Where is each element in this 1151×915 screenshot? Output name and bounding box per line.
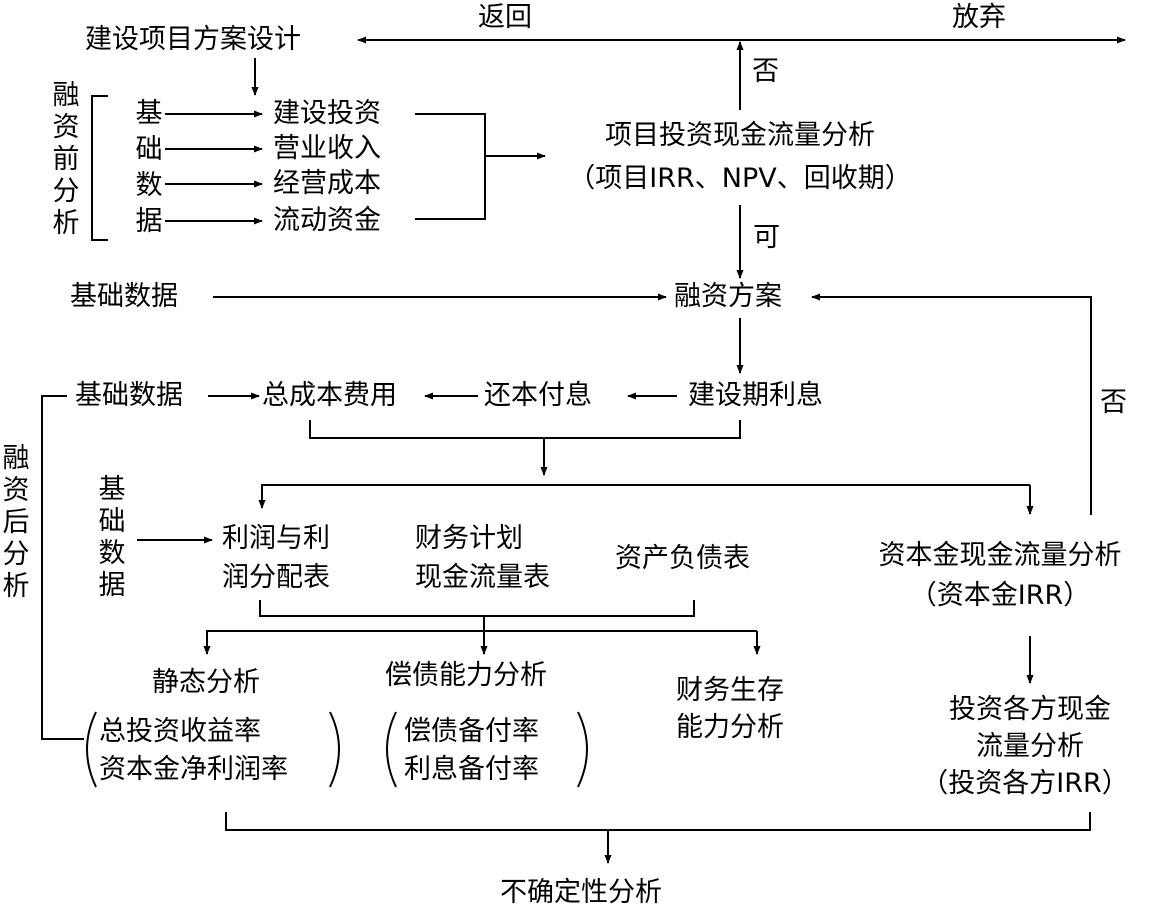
static-item-1: 总投资收益率 bbox=[99, 716, 261, 747]
base-data-vertical-2: 基础数据 bbox=[98, 474, 126, 601]
profit-table-line2: 润分配表 bbox=[222, 562, 330, 593]
static-analysis-node: 静态分析 bbox=[152, 667, 260, 698]
finplan-table-line1: 财务计划 bbox=[415, 523, 523, 554]
operating-revenue-node: 营业收入 bbox=[273, 133, 381, 164]
parties-line-2: 流量分析 bbox=[976, 731, 1084, 762]
working-capital-node: 流动资金 bbox=[273, 205, 381, 236]
project-cashflow-title: 项目投资现金流量分析 bbox=[605, 120, 875, 151]
post-financing-line bbox=[41, 395, 84, 740]
paren-static-right bbox=[329, 711, 340, 788]
distribute-left bbox=[258, 484, 1030, 509]
base-data-1: 基础数据 bbox=[70, 281, 178, 312]
paren-static-left bbox=[86, 711, 97, 788]
pre-financing-label: 融资前分析 bbox=[52, 80, 80, 239]
balance-sheet-node: 资产负债表 bbox=[615, 543, 750, 574]
solvency-analysis-node: 偿债能力分析 bbox=[385, 660, 547, 691]
project-cashflow-sub: （项目IRR、NPV、回收期） bbox=[568, 163, 912, 194]
repayment-node: 还本付息 bbox=[484, 380, 592, 411]
analysis-distribute-left bbox=[203, 630, 757, 655]
static-item-2: 资本金净利润率 bbox=[99, 754, 288, 785]
uncertainty-node: 不确定性分析 bbox=[500, 877, 662, 908]
no-label-top: 否 bbox=[752, 56, 779, 87]
paren-solvency-left bbox=[386, 711, 397, 788]
arrow-feedback-no bbox=[811, 293, 1092, 515]
solvency-item-1: 偿债备付率 bbox=[404, 716, 539, 747]
finplan-table-line2: 现金流量表 bbox=[415, 562, 550, 593]
items-bracket bbox=[415, 113, 486, 220]
pre-financing-bracket bbox=[91, 95, 108, 241]
parties-line-1: 投资各方现金 bbox=[949, 694, 1111, 725]
solvency-item-2: 利息备付率 bbox=[404, 754, 539, 785]
paren-solvency-right bbox=[577, 711, 588, 788]
bottom-bracket bbox=[225, 812, 1091, 831]
survival-line-2: 能力分析 bbox=[676, 712, 784, 743]
survival-line-1: 财务生存 bbox=[676, 675, 784, 706]
project-design-node: 建设项目方案设计 bbox=[85, 24, 301, 55]
yes-label: 可 bbox=[753, 222, 780, 253]
base-data-vertical-1: 基础数据 bbox=[135, 98, 163, 237]
merge-bracket-1 bbox=[309, 420, 741, 439]
operating-cost-node: 经营成本 bbox=[273, 168, 381, 199]
construction-interest-node: 建设期利息 bbox=[688, 380, 823, 411]
post-financing-label: 融资后分析 bbox=[2, 443, 30, 602]
total-cost-node: 总成本费用 bbox=[262, 380, 397, 411]
parties-line-3: （投资各方IRR） bbox=[921, 768, 1129, 799]
equity-cashflow-title: 资本金现金流量分析 bbox=[878, 540, 1122, 571]
equity-cashflow-sub: （资本金IRR） bbox=[909, 580, 1091, 611]
abandon-label: 放弃 bbox=[952, 2, 1006, 33]
profit-table-line1: 利润与利 bbox=[222, 523, 330, 554]
financing-plan-node: 融资方案 bbox=[674, 281, 782, 312]
return-label: 返回 bbox=[478, 2, 532, 33]
tables-bracket bbox=[259, 600, 695, 617]
base-data-2: 基础数据 bbox=[75, 380, 183, 411]
construction-investment-node: 建设投资 bbox=[273, 98, 381, 129]
no-label-right: 否 bbox=[1100, 387, 1127, 418]
